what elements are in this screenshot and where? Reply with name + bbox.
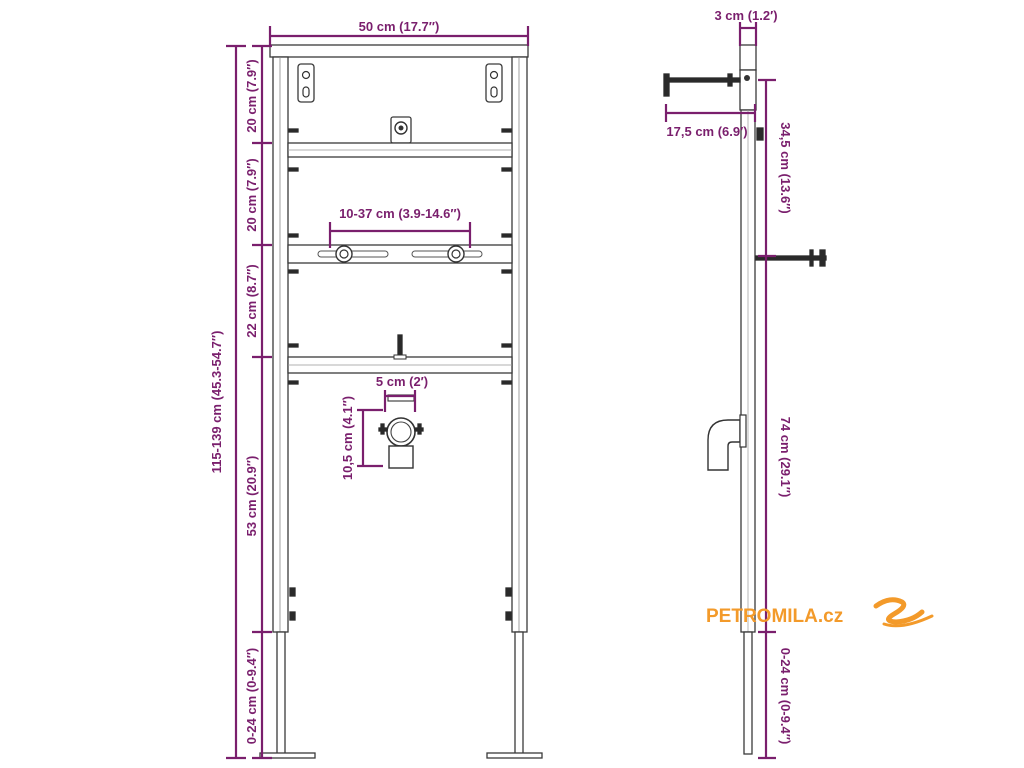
drain-width-label: 5 cm (2′) — [376, 374, 428, 389]
side-leg — [743, 631, 753, 755]
right-upright — [511, 56, 528, 633]
side-leg-label: 0-24 cm (0-9.4″) — [778, 648, 793, 745]
left-upright — [272, 56, 289, 633]
right-leg — [514, 631, 524, 755]
brand-name: PETROMILA.cz — [706, 606, 843, 627]
spacing-lower-label: 53 cm (20.9″) — [244, 456, 259, 537]
left-adjust-bolt — [335, 245, 353, 263]
side-elbow-drain — [707, 414, 747, 471]
drain-fitting — [378, 394, 424, 469]
spacing-third-label: 22 cm (8.7″) — [244, 264, 259, 337]
bracket-range-label: 10-37 cm (3.9-14.6″) — [339, 206, 461, 221]
side-bolts — [288, 128, 512, 385]
threaded-rod — [397, 334, 403, 358]
top-right-bracket — [485, 63, 503, 103]
width-label: 50 cm (17.7″) — [359, 19, 440, 34]
side-profile-top — [739, 44, 757, 71]
wave-logo-icon — [873, 597, 934, 628]
right-adjust-bolt — [447, 245, 465, 263]
front-leg-label: 0-24 cm (0-9.4″) — [244, 648, 259, 745]
side-mounting-bolt — [663, 73, 741, 97]
side-short-bolt — [755, 249, 827, 267]
upper-height-label: 34,5 cm (13.6″) — [778, 122, 793, 214]
bolt-length-label: 17,5 cm (6.9′) — [666, 124, 747, 139]
profile-width-label: 3 cm (1.2′) — [714, 8, 777, 23]
spacing-second-label: 20 cm (7.9″) — [244, 158, 259, 231]
spacing-top-label: 20 cm (7.9″) — [244, 59, 259, 132]
side-frame — [663, 44, 827, 755]
total-height-label: 115-139 cm (45.3-54.7″) — [209, 331, 224, 474]
drain-height-label: 10,5 cm (4.1″) — [340, 396, 355, 480]
top-rail — [269, 44, 529, 58]
lower-height-label: 74 cm (29.1″) — [778, 417, 793, 498]
front-frame — [259, 44, 543, 759]
left-foot — [259, 752, 316, 759]
side-dimensions: 3 cm (1.2′) 17,5 cm (6.9′) 34,5 cm (13.6… — [664, 8, 793, 760]
front-dimensions: 50 cm (17.7″) 115-139 cm (45.3-54.7″) 20… — [209, 19, 530, 760]
brand-logo: PETROMILA.cz — [706, 597, 934, 628]
top-left-bracket — [297, 63, 315, 103]
left-leg — [276, 631, 286, 755]
inlet-fitting — [390, 116, 412, 144]
right-foot — [486, 752, 543, 759]
